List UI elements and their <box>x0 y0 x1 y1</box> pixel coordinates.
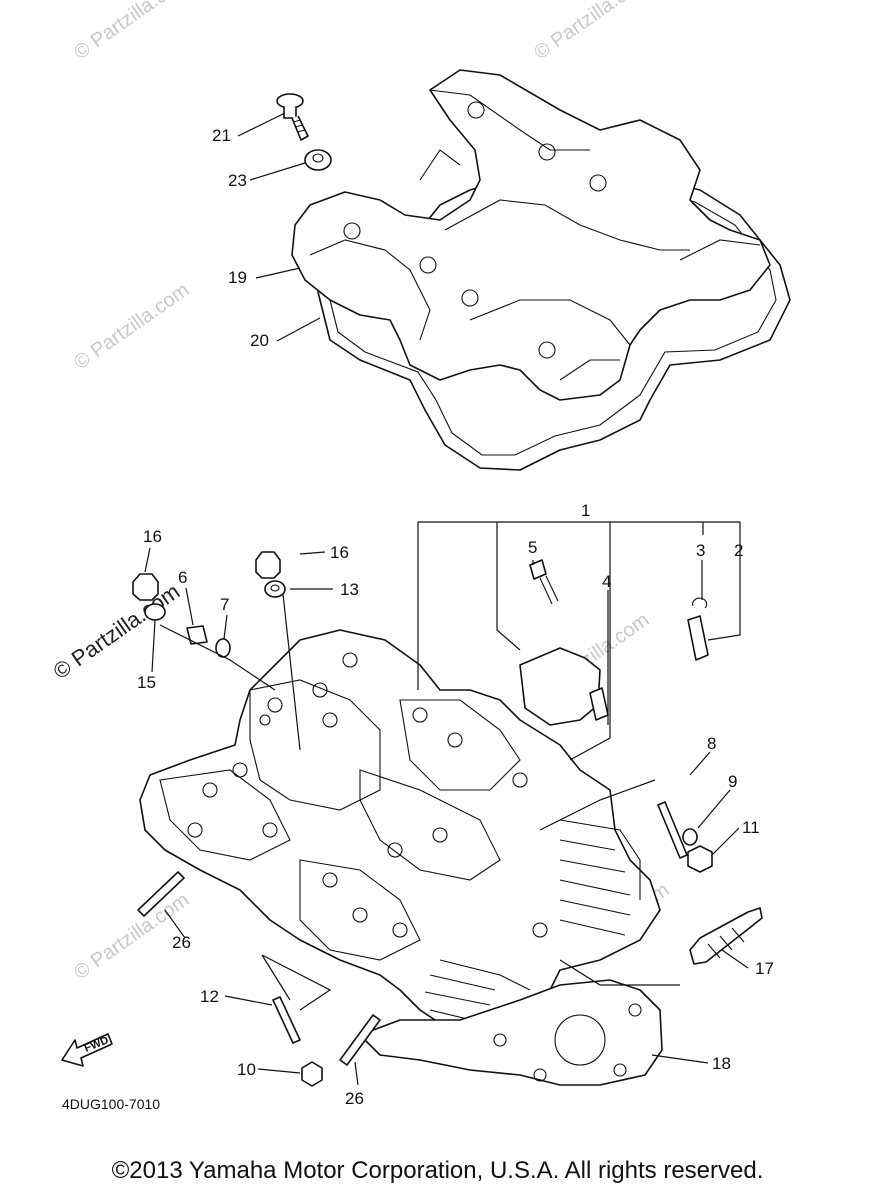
watermark-2: © Partzilla.com <box>530 0 653 64</box>
fwd-arrow-icon: FWD <box>61 1033 113 1067</box>
callout-26-left: 26 <box>172 933 191 952</box>
callout-23: 23 <box>228 171 247 190</box>
callout-5: 5 <box>528 538 537 557</box>
cylinder-head-drawing <box>139 629 663 1086</box>
callout-15: 15 <box>137 673 156 692</box>
callout-16-left: 16 <box>143 527 162 546</box>
callout-8: 8 <box>707 734 716 753</box>
washer-23-drawing <box>304 149 332 171</box>
diagram-part-number: 4DUG100-7010 <box>62 1096 160 1112</box>
callout-20: 20 <box>250 331 269 350</box>
callout-4: 4 <box>602 572 611 591</box>
callout-21: 21 <box>212 126 231 145</box>
head-cover-assembly-drawing <box>276 69 791 471</box>
callout-16-right: 16 <box>330 543 349 562</box>
leader-lines <box>144 112 749 1086</box>
callout-1: 1 <box>581 501 590 520</box>
callout-10: 10 <box>237 1060 256 1079</box>
copyright-notice: ©2013 Yamaha Motor Corporation, U.S.A. A… <box>111 1157 764 1184</box>
callout-11: 11 <box>742 818 760 837</box>
callout-12: 12 <box>200 987 219 1006</box>
bolt-21-drawing <box>276 93 309 141</box>
callout-6: 6 <box>178 568 187 587</box>
watermark-1: © Partzilla.com <box>70 0 193 64</box>
callout-3: 3 <box>696 541 705 560</box>
callout-17: 17 <box>755 959 774 978</box>
small-parts-drawing <box>132 551 763 1087</box>
callout-9: 9 <box>728 772 737 791</box>
watermark-prominent: © Partzilla.com <box>49 579 185 685</box>
callout-26-bottom: 26 <box>345 1089 364 1108</box>
callout-labels: 21 23 19 20 1 16 16 5 3 2 6 13 4 7 15 8 … <box>137 126 774 1108</box>
watermark-3: © Partzilla.com <box>70 279 193 374</box>
callout-19: 19 <box>228 268 247 287</box>
callout-2: 2 <box>734 541 743 560</box>
callout-18: 18 <box>712 1054 731 1073</box>
callout-7: 7 <box>220 595 229 614</box>
callout-13: 13 <box>340 580 359 599</box>
